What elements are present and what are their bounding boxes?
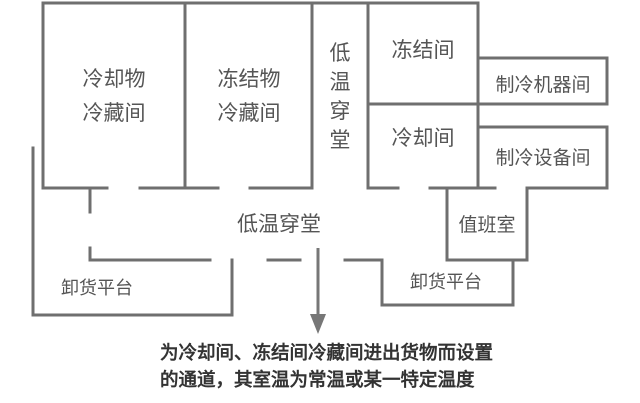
vertical-corridor-char-2: 温 bbox=[330, 70, 351, 94]
pointer-arrow bbox=[310, 248, 326, 334]
left-platform-walls bbox=[31, 146, 234, 317]
equipment-room-walls bbox=[525, 125, 609, 190]
arrow-head bbox=[310, 314, 326, 334]
machine-room-walls bbox=[476, 56, 609, 106]
frozen-store-label-line2: 冷藏间 bbox=[218, 101, 281, 125]
vertical-corridor-char-3: 穿 bbox=[330, 99, 351, 123]
right-platform-label: 卸货平台 bbox=[410, 272, 482, 293]
walls bbox=[31, 1, 609, 317]
chilling-room-label: 冷却间 bbox=[392, 126, 455, 150]
vertical-corridor-char-4: 堂 bbox=[330, 128, 351, 152]
frozen-store-label-line1: 冻结物 bbox=[218, 67, 281, 91]
freezing-room-label: 冻结间 bbox=[392, 38, 455, 62]
duty-room-walls bbox=[445, 186, 529, 262]
chill-store-label-line2: 冷藏间 bbox=[83, 101, 146, 125]
corridor-bottom-left-wall bbox=[88, 246, 212, 262]
low-temp-corridor-label: 低温穿堂 bbox=[237, 212, 321, 236]
duty-room-label: 值班室 bbox=[458, 214, 515, 236]
equipment-room-label: 制冷设备间 bbox=[495, 147, 590, 169]
chill-store-label-line1: 冷却物 bbox=[83, 67, 146, 91]
note-line-2: 的通道，其室温为常温或某一特定温度 bbox=[160, 370, 475, 391]
corridor-description-note: 为冷却间、冻结间冷藏间进出货物而设置 的通道，其室温为常温或某一特定温度 bbox=[160, 340, 630, 394]
right-platform-walls bbox=[380, 258, 515, 307]
left-platform-label: 卸货平台 bbox=[61, 278, 133, 299]
note-line-1: 为冷却间、冻结间冷藏间进出货物而设置 bbox=[160, 343, 494, 364]
machine-room-label: 制冷机器间 bbox=[495, 74, 590, 96]
vertical-corridor-char-1: 低 bbox=[330, 41, 351, 65]
